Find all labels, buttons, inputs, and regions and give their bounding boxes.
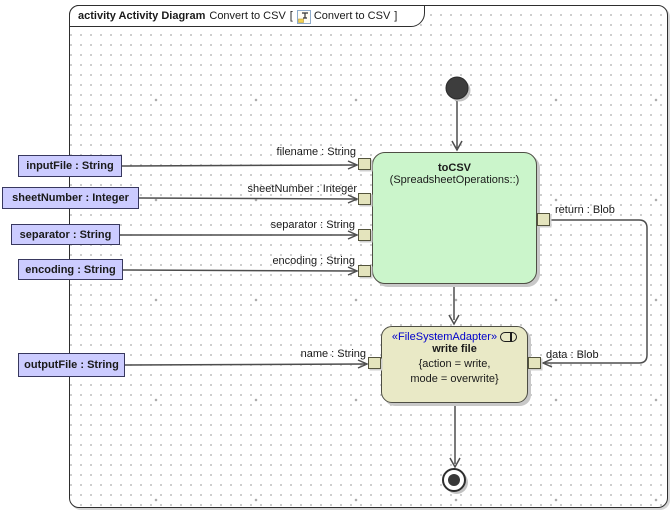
pin-return[interactable] xyxy=(537,213,550,226)
pin-label-filename[interactable]: filename : String xyxy=(276,146,356,158)
parameter-outputfile[interactable]: outputFile : String xyxy=(18,353,125,377)
frame-keyword: activity Activity Diagram xyxy=(78,10,206,22)
arrowhead-data xyxy=(541,358,553,368)
parameter-label: sheetNumber : Integer xyxy=(12,192,129,204)
frame-title-tab[interactable]: activity Activity Diagram Convert to CSV… xyxy=(69,5,425,27)
parameter-inputfile[interactable]: inputFile : String xyxy=(18,155,122,177)
parameter-label: inputFile : String xyxy=(26,160,114,172)
parameter-label: separator : String xyxy=(19,228,112,241)
pin-label-data[interactable]: data : Blob xyxy=(546,349,599,361)
action-name: write file xyxy=(432,343,477,355)
frame-ref-name: Convert to CSV xyxy=(313,10,391,22)
edge-sheetnumber-to-pin[interactable] xyxy=(138,197,356,200)
arrowhead-name xyxy=(357,359,369,369)
frame-open-bracket: [ xyxy=(289,10,293,22)
pin-label-encoding[interactable]: encoding : String xyxy=(272,255,355,267)
frame-diagram-name: Convert to CSV xyxy=(209,10,286,22)
frame-close-bracket: ] xyxy=(394,10,398,22)
arrowhead-encoding xyxy=(347,266,359,276)
parameter-label: encoding : String xyxy=(25,263,116,276)
pin-name[interactable] xyxy=(368,357,381,369)
constraint-line: mode = overwrite} xyxy=(410,373,499,385)
arrowhead-sheetnumber xyxy=(347,194,359,204)
pin-sheetnumber[interactable] xyxy=(358,193,371,205)
pin-filename[interactable] xyxy=(358,158,371,170)
action-subtitle: (SpreadsheetOperations::) xyxy=(389,174,520,186)
edge-return-to-data[interactable] xyxy=(545,219,648,364)
pin-label-return[interactable]: return : Blob xyxy=(555,204,615,216)
pin-label-name[interactable]: name : String xyxy=(300,348,366,360)
parameter-label: outputFile : String xyxy=(24,359,119,371)
final-node-core xyxy=(448,474,460,486)
parameter-encoding[interactable]: encoding : String xyxy=(18,259,123,280)
pin-label-sheetnumber[interactable]: sheetNumber : Integer xyxy=(247,183,357,195)
arrowhead-initial-to-tocsv xyxy=(451,140,463,152)
action-tocsv[interactable]: toCSV (SpreadsheetOperations::) xyxy=(372,152,537,284)
arrowhead-writefile-to-final xyxy=(449,457,461,469)
arrowhead-separator xyxy=(347,230,359,240)
pin-separator[interactable] xyxy=(358,229,371,241)
initial-node[interactable] xyxy=(445,76,469,100)
arrowhead-tocsv-to-writefile xyxy=(448,314,460,326)
action-write-file[interactable]: «FileSystemAdapter» write file {action =… xyxy=(381,326,528,403)
edge-outputfile-to-name-pin[interactable] xyxy=(124,363,366,366)
constraint-line: {action = write, xyxy=(418,358,491,370)
adapter-icon xyxy=(500,332,518,342)
edge-encoding-to-pin[interactable] xyxy=(122,269,356,272)
pin-encoding[interactable] xyxy=(358,265,371,277)
edge-inputfile-to-filename-pin[interactable] xyxy=(121,164,356,167)
stereotype-label: «FileSystemAdapter» xyxy=(391,331,498,343)
pin-label-separator[interactable]: separator : String xyxy=(270,219,355,231)
action-name: toCSV xyxy=(438,162,471,174)
parameter-separator[interactable]: separator : String xyxy=(11,224,120,245)
pin-data[interactable] xyxy=(528,357,541,369)
activity-frame[interactable] xyxy=(69,5,668,508)
activity-diagram-icon xyxy=(296,9,311,24)
arrowhead-filename xyxy=(347,160,359,170)
parameter-sheetnumber[interactable]: sheetNumber : Integer xyxy=(2,187,139,209)
